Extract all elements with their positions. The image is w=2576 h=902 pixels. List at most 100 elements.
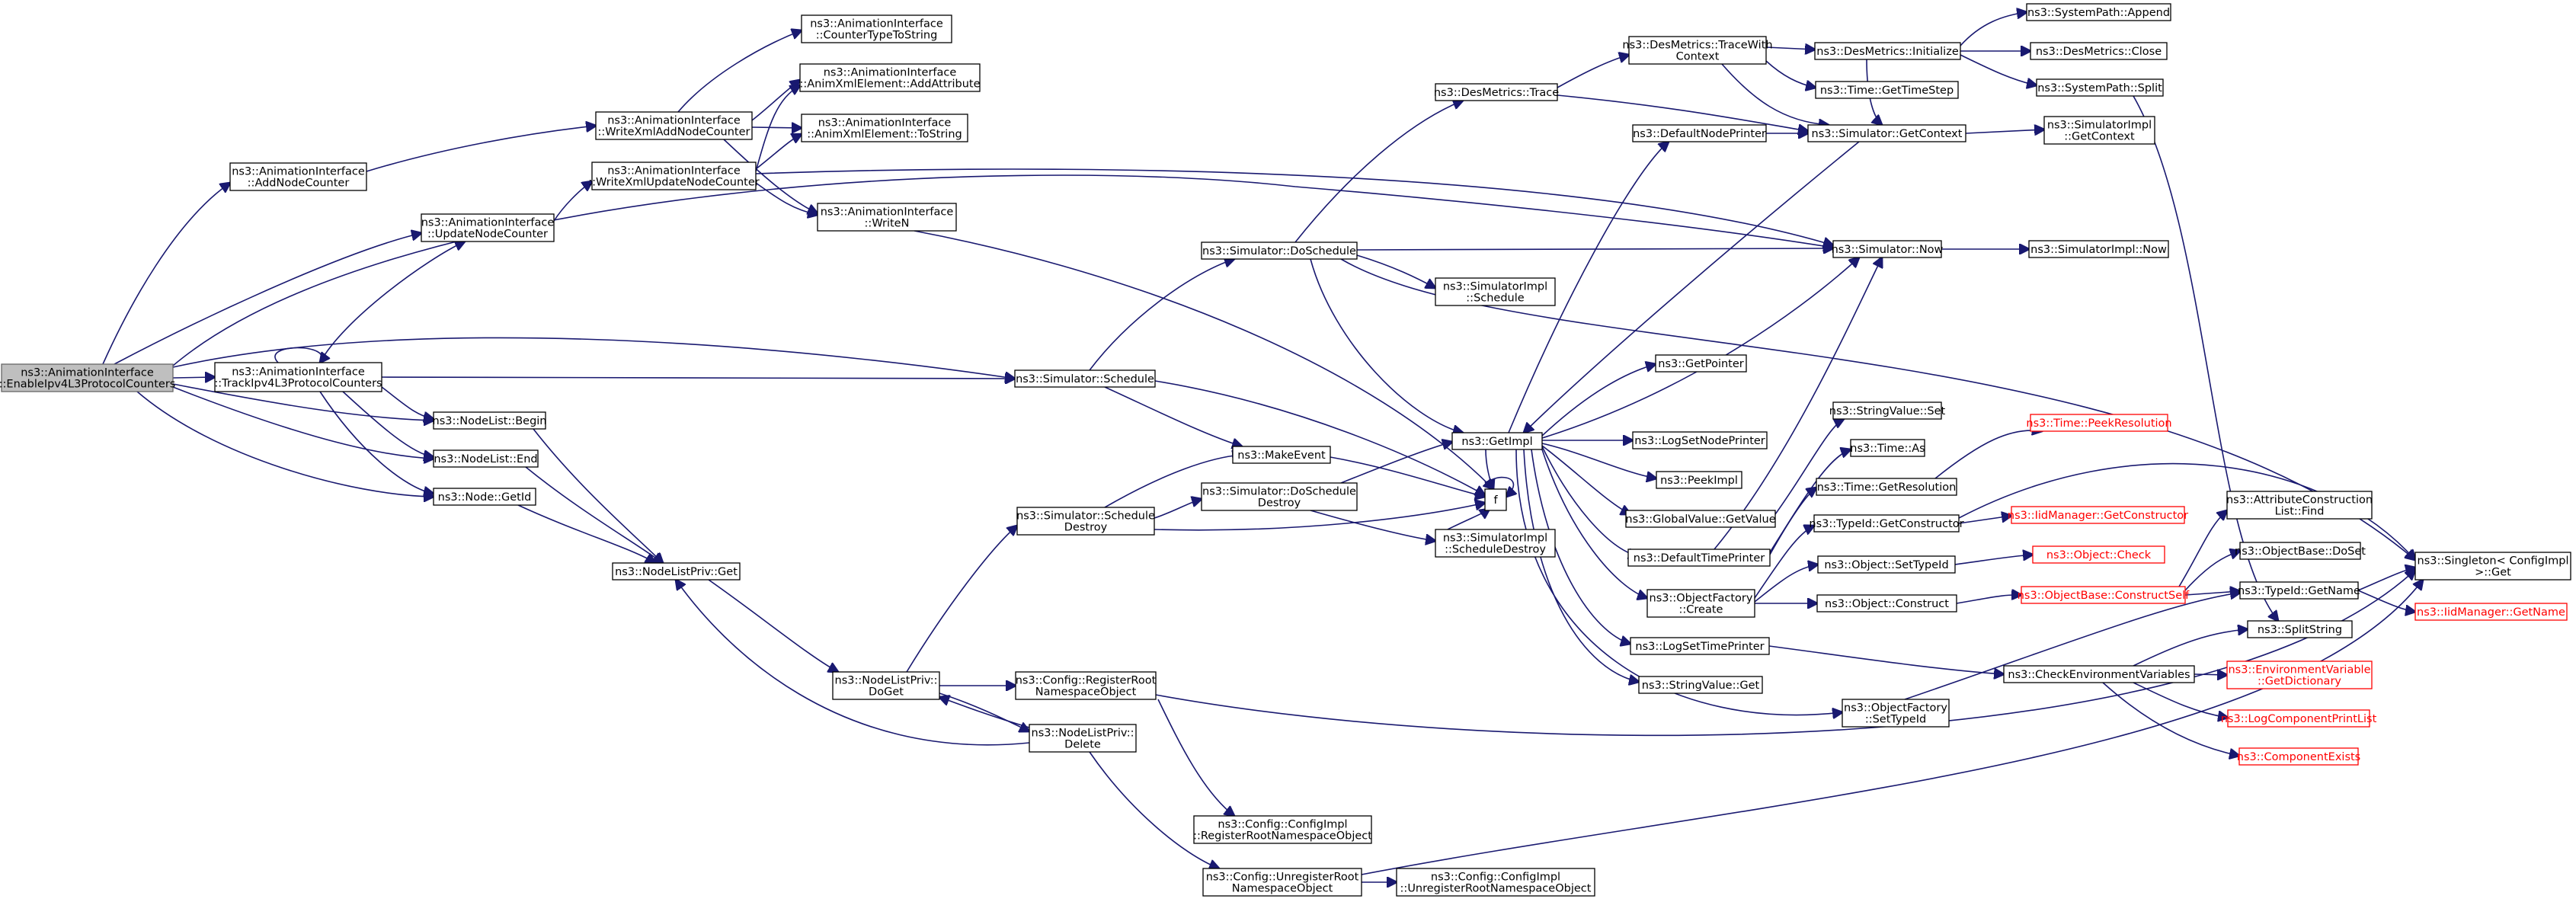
node-box[interactable]: [1435, 529, 1556, 558]
node-box[interactable]: [1632, 124, 1767, 142]
node-objectConstruct[interactable]: ns3::Object::Construct: [1816, 594, 1957, 613]
node-nodeListPrivDoGet[interactable]: ns3::NodeListPriv::DoGet: [832, 671, 940, 700]
node-box[interactable]: [2227, 709, 2370, 728]
node-timeAs[interactable]: ns3::Time::As: [1850, 439, 1925, 457]
node-configImplRegister[interactable]: ns3::Config::ConfigImpl::RegisterRootNam…: [1193, 815, 1372, 844]
node-box[interactable]: [2239, 542, 2361, 560]
node-systemPathAppend[interactable]: ns3::SystemPath::Append: [2026, 3, 2171, 21]
node-box[interactable]: [1451, 432, 1543, 450]
node-box[interactable]: [1202, 868, 1362, 897]
node-simImplSchedule[interactable]: ns3::SimulatorImpl::Schedule: [1435, 277, 1556, 306]
node-desMetricsClose[interactable]: ns3::DesMetrics::Close: [2030, 42, 2168, 60]
node-box[interactable]: [433, 411, 546, 430]
node-box[interactable]: [1815, 81, 1959, 99]
node-writeN[interactable]: ns3::AnimationInterface::WriteN: [817, 203, 957, 232]
node-box[interactable]: [1193, 815, 1372, 844]
node-singletonGet[interactable]: ns3::Singleton< ConfigImpl >::Get: [2414, 552, 2571, 581]
node-typeIdGetConstructor[interactable]: ns3::TypeId::GetConstructor: [1809, 514, 1964, 533]
node-box[interactable]: [214, 362, 382, 392]
node-box[interactable]: [1029, 724, 1137, 753]
node-box[interactable]: [801, 14, 952, 43]
node-systemPathSplit[interactable]: ns3::SystemPath::Split: [2036, 78, 2164, 97]
node-objectFactoryCreate[interactable]: ns3::ObjectFactory::Create: [1646, 589, 1755, 618]
node-box[interactable]: [817, 203, 957, 232]
node-nodeListPrivDelete[interactable]: ns3::NodeListPriv::Delete: [1029, 724, 1137, 753]
node-box[interactable]: [1832, 240, 1942, 258]
node-box[interactable]: [1832, 401, 1942, 420]
node-simImplNow[interactable]: ns3::SimulatorImpl::Now: [2028, 240, 2169, 258]
node-box[interactable]: [1014, 369, 1156, 388]
node-addNodeCounter[interactable]: ns3::AnimationInterface::AddNodeCounter: [229, 162, 367, 191]
node-box[interactable]: [2226, 661, 2373, 689]
node-box[interactable]: [2030, 42, 2168, 60]
node-box[interactable]: [1816, 478, 1957, 496]
node-timeGetTimeStep[interactable]: ns3::Time::GetTimeStep: [1815, 81, 1959, 99]
node-box[interactable]: [2238, 747, 2359, 766]
node-objectSetTypeId[interactable]: ns3::Object::SetTypeId: [1817, 555, 1956, 574]
node-objectCheck[interactable]: ns3::Object::Check: [2032, 545, 2165, 564]
node-box[interactable]: [229, 162, 367, 191]
node-objectBaseDoSet[interactable]: ns3::ObjectBase::DoSet: [2235, 542, 2366, 560]
node-simImplGetContext[interactable]: ns3::SimulatorImpl::GetContext: [2043, 116, 2155, 145]
node-box[interactable]: [801, 114, 968, 142]
node-splitString[interactable]: ns3::SplitString: [2247, 620, 2353, 638]
node-box[interactable]: [2026, 3, 2171, 21]
node-trackIpv4[interactable]: ns3::AnimationInterface::TrackIpv4L3Prot…: [214, 362, 382, 392]
node-box[interactable]: [2247, 620, 2353, 638]
node-box[interactable]: [1627, 549, 1771, 567]
node-peekImpl[interactable]: ns3::PeekImpl: [1656, 471, 1742, 489]
node-box[interactable]: [1484, 488, 1507, 511]
node-box[interactable]: [2032, 545, 2165, 564]
node-box[interactable]: [2028, 240, 2169, 258]
node-box[interactable]: [2003, 665, 2195, 683]
node-timeGetResolution[interactable]: ns3::Time::GetResolution: [1816, 478, 1957, 496]
node-box[interactable]: [2011, 506, 2185, 524]
node-getImpl[interactable]: ns3::GetImpl: [1451, 432, 1543, 450]
node-box[interactable]: [1015, 671, 1157, 700]
node-globalValueGetValue[interactable]: ns3::GlobalValue::GetValue: [1625, 510, 1776, 528]
node-typeIdGetName[interactable]: ns3::TypeId::GetName: [2238, 581, 2360, 600]
node-simDoSchedule[interactable]: ns3::Simulator::DoSchedule: [1201, 241, 1358, 260]
node-box[interactable]: [1, 363, 174, 392]
node-box[interactable]: [2043, 116, 2155, 145]
node-box[interactable]: [1638, 676, 1763, 694]
node-box[interactable]: [2030, 414, 2168, 432]
node-writeXmlUpdate[interactable]: ns3::AnimationInterface::WriteXmlUpdateN…: [588, 162, 760, 190]
node-box[interactable]: [1630, 637, 1770, 655]
node-componentExists[interactable]: ns3::ComponentExists: [2237, 747, 2361, 766]
node-toString[interactable]: ns3::AnimationInterface::AnimXmlElement:…: [801, 114, 968, 142]
node-box[interactable]: [1813, 514, 1960, 533]
node-box[interactable]: [591, 162, 757, 190]
node-box[interactable]: [1435, 277, 1556, 306]
node-box[interactable]: [433, 449, 539, 468]
node-box[interactable]: [799, 63, 981, 92]
node-simNow[interactable]: ns3::Simulator::Now: [1832, 240, 1944, 258]
node-checkEnvVars[interactable]: ns3::CheckEnvironmentVariables: [2003, 665, 2195, 683]
node-objectFactorySetTypeId[interactable]: ns3::ObjectFactory::SetTypeId: [1842, 699, 1950, 728]
node-box[interactable]: [1850, 439, 1925, 457]
node-box[interactable]: [1628, 36, 1767, 65]
node-defaultNodePrinter[interactable]: ns3::DefaultNodePrinter: [1632, 124, 1767, 142]
node-nodeGetId[interactable]: ns3::Node::GetId: [433, 488, 536, 506]
node-box[interactable]: [2226, 491, 2373, 520]
node-updateNodeCounter[interactable]: ns3::AnimationInterface::UpdateNodeCount…: [421, 213, 555, 242]
node-box[interactable]: [1842, 699, 1950, 728]
node-box[interactable]: [1807, 124, 1966, 142]
node-desMetricsInitialize[interactable]: ns3::DesMetrics::Initialize: [1814, 42, 1961, 60]
node-box[interactable]: [2414, 552, 2571, 581]
node-box[interactable]: [1435, 83, 1558, 101]
node-objectBaseConstructSelf[interactable]: ns3::ObjectBase::ConstructSelf: [2018, 586, 2190, 604]
node-f[interactable]: f: [1484, 488, 1507, 511]
node-configUnregisterRoot[interactable]: ns3::Config::UnregisterRootNamespaceObje…: [1202, 868, 1362, 897]
node-box[interactable]: [1814, 42, 1961, 60]
node-nodeListEnd[interactable]: ns3::NodeList::End: [433, 449, 539, 468]
node-iidGetConstructor[interactable]: ns3::IidManager::GetConstructor: [2008, 506, 2188, 524]
node-logSetTimePrinter[interactable]: ns3::LogSetTimePrinter: [1630, 637, 1770, 655]
node-box[interactable]: [1816, 594, 1957, 613]
node-simScheduleDestroy[interactable]: ns3::Simulator::ScheduleDestroy: [1016, 507, 1155, 536]
node-box[interactable]: [2036, 78, 2164, 97]
node-box[interactable]: [1646, 589, 1755, 618]
node-stringValueSet[interactable]: ns3::StringValue::Set: [1829, 401, 1946, 420]
